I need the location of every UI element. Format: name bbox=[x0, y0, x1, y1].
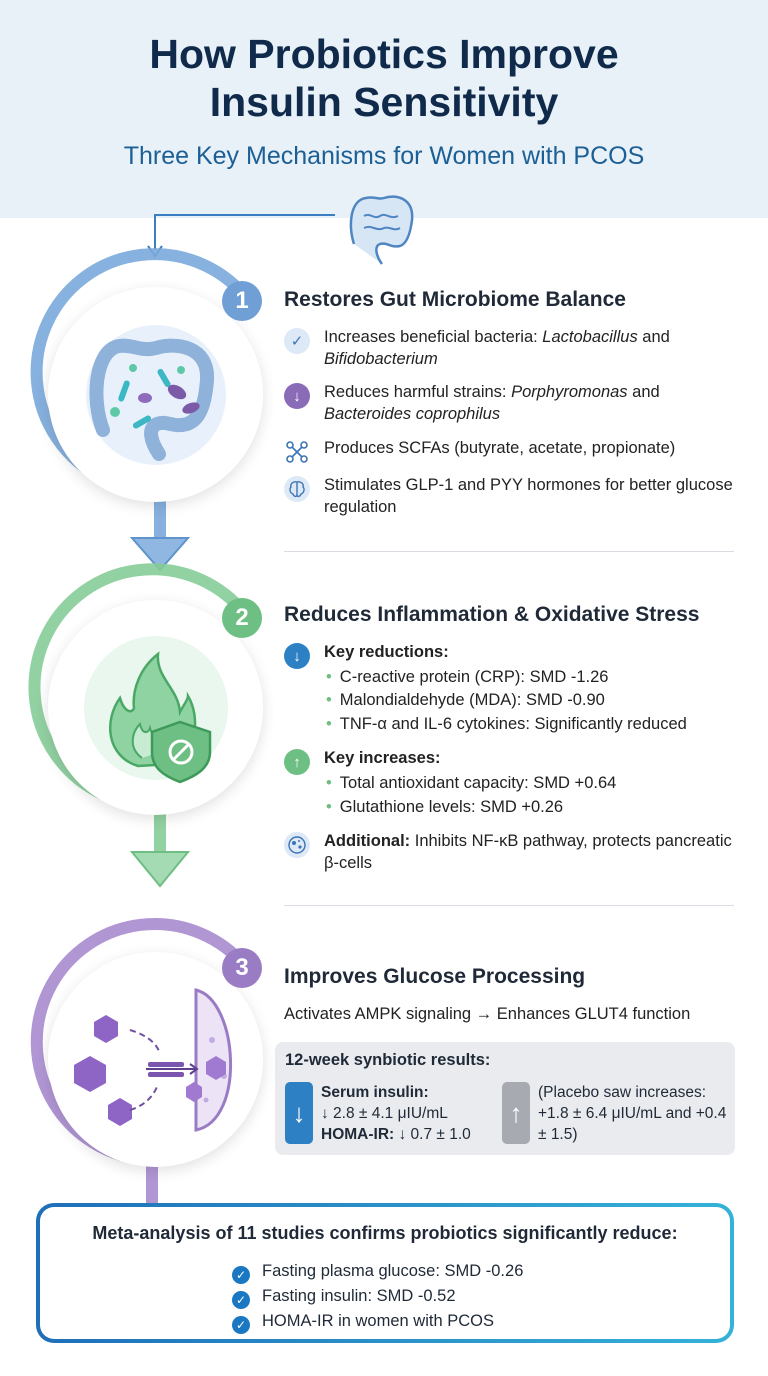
item-text: Increases beneficial bacteria: Lactobaci… bbox=[324, 328, 670, 368]
glucose-transport-icon bbox=[73, 987, 232, 1132]
synbiotic-values: Serum insulin: ↓ 2.8 ± 4.1 μIU/mL HOMA-I… bbox=[321, 1082, 471, 1145]
check-icon: ✓ bbox=[232, 1266, 250, 1284]
homa-row: HOMA-IR: ↓ 0.7 ± 1.0 bbox=[321, 1126, 471, 1143]
section-1-item-harmful: ↓ Reduces harmful strains: Porphyromonas… bbox=[284, 381, 754, 425]
meta-analysis-box: Meta-analysis of 11 studies confirms pro… bbox=[36, 1203, 734, 1343]
molecule-icon bbox=[284, 439, 310, 465]
glucose-processing-illustration bbox=[48, 952, 263, 1167]
section-3-number-badge: 3 bbox=[222, 948, 262, 988]
section-1-title: Restores Gut Microbiome Balance bbox=[284, 288, 626, 311]
bacteria-gut-icon bbox=[85, 324, 226, 465]
title-line-2: Insulin Sensitivity bbox=[209, 79, 559, 125]
additional-note: Additional: Inhibits NF-κB pathway, prot… bbox=[284, 830, 754, 874]
key-reductions-heading: ↓ Key reductions: bbox=[284, 641, 754, 669]
page-title: How Probiotics Improve Insulin Sensitivi… bbox=[0, 30, 768, 126]
meta-list: ✓Fasting plasma glucose: SMD -0.26 ✓Fast… bbox=[232, 1259, 523, 1334]
list-item: •C-reactive protein (CRP): SMD -1.26 bbox=[326, 668, 609, 686]
meta-headline: Meta-analysis of 11 studies confirms pro… bbox=[92, 1223, 678, 1243]
section-3-subtitle: Activates AMPK signaling → Enhances GLUT… bbox=[284, 1005, 691, 1023]
list-item: •Glutathione levels: SMD +0.26 bbox=[326, 798, 564, 816]
decrease-arrow-icon: ↓ bbox=[285, 1082, 313, 1144]
section-2-title: Reduces Inflammation & Oxidative Stress bbox=[284, 603, 700, 626]
title-line-1: How Probiotics Improve bbox=[149, 31, 619, 77]
down-arrow-icon: ↓ bbox=[284, 383, 310, 409]
header-banner: How Probiotics Improve Insulin Sensitivi… bbox=[0, 0, 768, 218]
item-text: Produces SCFAs (butyrate, acetate, propi… bbox=[324, 439, 676, 457]
gut-microbiome-illustration bbox=[48, 287, 263, 502]
item-text: Additional: Inhibits NF-κB pathway, prot… bbox=[324, 832, 732, 872]
list-item: •Total antioxidant capacity: SMD +0.64 bbox=[326, 774, 617, 792]
divider bbox=[284, 905, 734, 906]
check-icon: ✓ bbox=[284, 328, 310, 354]
section-1-item-scfa: Produces SCFAs (butyrate, acetate, propi… bbox=[284, 437, 754, 463]
down-arrow-icon: ↓ bbox=[284, 643, 310, 669]
intestine-icon bbox=[349, 195, 414, 265]
inflammation-illustration bbox=[48, 600, 263, 815]
section-1-item-hormones: Stimulates GLP-1 and PYY hormones for be… bbox=[284, 474, 754, 518]
section-2-number-badge: 2 bbox=[222, 598, 262, 638]
results-title: 12-week synbiotic results: bbox=[285, 1051, 491, 1069]
section-3-title: Improves Glucose Processing bbox=[284, 965, 586, 988]
list-item: ✓Fasting plasma glucose: SMD -0.26 bbox=[232, 1259, 523, 1284]
brain-icon bbox=[284, 476, 310, 502]
item-text: Stimulates GLP-1 and PYY hormones for be… bbox=[324, 476, 733, 516]
list-item: •TNF-α and IL-6 cytokines: Significantly… bbox=[326, 715, 687, 733]
check-icon: ✓ bbox=[232, 1291, 250, 1309]
reductions-label: Key reductions: bbox=[324, 643, 449, 661]
page-subtitle: Three Key Mechanisms for Women with PCOS bbox=[123, 142, 645, 170]
item-text: Reduces harmful strains: Porphyromonas a… bbox=[324, 383, 660, 423]
list-item: ✓Fasting insulin: SMD -0.52 bbox=[232, 1284, 523, 1309]
check-icon: ✓ bbox=[232, 1316, 250, 1334]
increases-label: Key increases: bbox=[324, 749, 441, 767]
key-increases-heading: ↑ Key increases: bbox=[284, 747, 754, 775]
serum-insulin-label: Serum insulin: bbox=[321, 1084, 429, 1101]
increase-arrow-icon: ↑ bbox=[502, 1082, 530, 1144]
flame-shield-icon bbox=[83, 635, 228, 783]
section-1-item-beneficial: ✓ Increases beneficial bacteria: Lactoba… bbox=[284, 326, 754, 370]
list-item: •Malondialdehyde (MDA): SMD -0.90 bbox=[326, 691, 605, 709]
list-item: ✓HOMA-IR in women with PCOS bbox=[232, 1309, 523, 1334]
up-arrow-icon: ↑ bbox=[284, 749, 310, 775]
section-1-number-badge: 1 bbox=[222, 281, 262, 321]
cell-icon bbox=[284, 832, 310, 858]
serum-insulin-value: ↓ 2.8 ± 4.1 μIU/mL bbox=[321, 1105, 448, 1122]
divider bbox=[284, 551, 734, 552]
placebo-note: (Placebo saw increases: +1.8 ± 6.4 μIU/m… bbox=[538, 1084, 727, 1143]
synbiotic-results-box: 12-week synbiotic results: ↓ Serum insul… bbox=[275, 1042, 735, 1155]
